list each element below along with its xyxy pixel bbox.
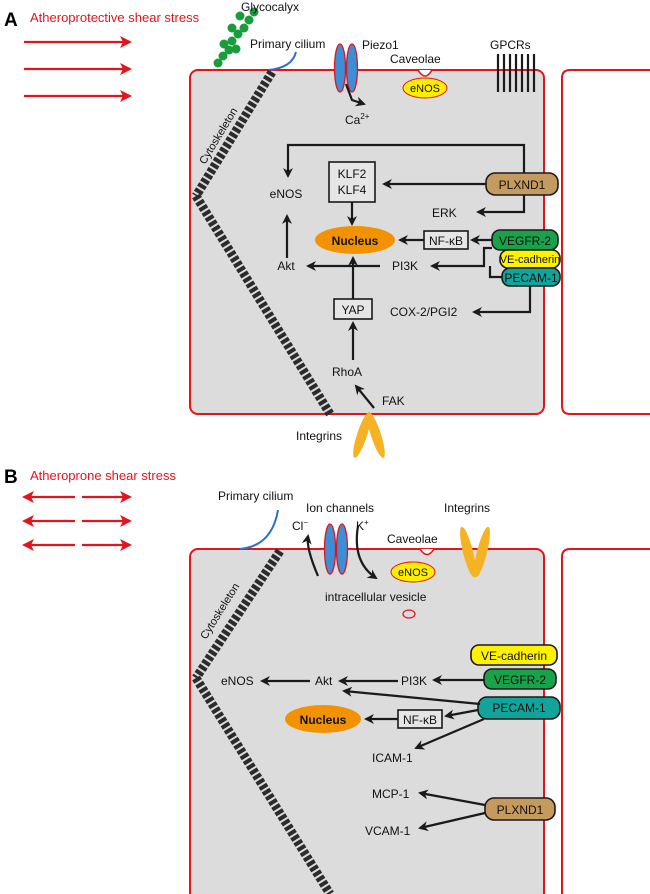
primary-cilium-label: Primary cilium <box>250 37 325 51</box>
vegfr2-label-b: VEGFR-2 <box>494 673 546 687</box>
arrow-pecam1-icam1-b <box>414 717 485 750</box>
vesicle-icon <box>402 609 416 619</box>
enos-caveolae <box>402 77 448 99</box>
caveolae-icon <box>417 69 433 77</box>
enos-label: eNOS <box>270 187 303 201</box>
arrow-plxnd1-erk <box>476 195 526 217</box>
arrow-plxnd1-enos <box>283 143 526 178</box>
nfkb-label-b: NF-κB <box>403 713 437 727</box>
fak-label: FAK <box>382 394 405 408</box>
plxnd1-label-b: PLXND1 <box>497 803 544 817</box>
integrins-label-b: Integrins <box>444 501 490 515</box>
pecam1-label: PECAM-1 <box>504 271 558 285</box>
panel-b: B Atheroprone shear stress Primary ciliu… <box>4 467 650 894</box>
vecadherin-label: VE-cadherin <box>500 254 561 266</box>
enos-vesicle <box>390 561 436 583</box>
cox2-label: COX-2/PGI2 <box>390 305 458 319</box>
enos-vesicle-label: eNOS <box>398 567 428 579</box>
arrow-piezo1-ca <box>344 83 366 107</box>
arrow-fak-rhoa <box>354 384 375 409</box>
caveolae-label: Caveolae <box>390 52 441 66</box>
neighbor-cell-a <box>561 69 650 415</box>
nucleus <box>315 226 395 254</box>
panel-a: A Atheroprotective shear stress Glycocal… <box>4 0 650 458</box>
glycocalyx-label: Glycocalyx <box>241 0 299 14</box>
arrow-pecam1-nfkb-b <box>444 708 479 720</box>
integrin-icon-a <box>353 412 385 458</box>
gpcrs-label: GPCRs <box>490 38 531 52</box>
pecam1-label-b: PECAM-1 <box>492 701 546 715</box>
vecadherin-receptor-b <box>470 644 558 666</box>
klf4-label: KLF4 <box>338 183 367 197</box>
mcp1-label-b: MCP-1 <box>372 787 410 801</box>
arrow-receptor-cox2 <box>472 286 532 317</box>
neighbor-cell-b <box>561 548 650 894</box>
nucleus-label: Nucleus <box>332 234 379 248</box>
k-label: K+ <box>356 518 369 533</box>
panel-b-letter: B <box>4 467 18 488</box>
yap-label: YAP <box>341 303 364 317</box>
pi3k-label-b: PI3K <box>401 674 427 688</box>
panel-a-title: Atheroprotective shear stress <box>30 10 200 25</box>
klf2-label: KLF2 <box>338 167 367 181</box>
cytoskeleton-filament <box>192 69 276 199</box>
vesicle-label: intracellular vesicle <box>325 590 427 604</box>
icam1-label-b: ICAM-1 <box>372 751 413 765</box>
connector-pecam1 <box>488 266 502 279</box>
piezo1-channel-icon <box>333 43 359 93</box>
rhoa-label: RhoA <box>332 365 362 379</box>
cytoskeleton-filament <box>192 193 334 417</box>
arrow-k-influx <box>355 525 378 580</box>
arrow-cl-efflux <box>301 534 320 577</box>
primary-cilium-label-b: Primary cilium <box>218 489 293 503</box>
shear-arrows-a <box>24 36 132 102</box>
glycocalyx-icon <box>213 7 259 68</box>
nucleus-b <box>285 705 361 733</box>
pecam1-receptor-b <box>477 696 561 720</box>
integrin-icon-b <box>460 526 490 578</box>
panel-b-title: Atheroprone shear stress <box>30 468 176 483</box>
gpcr-icon <box>496 54 536 92</box>
panel-a-letter: A <box>4 10 18 31</box>
akt-label-b: Akt <box>315 674 333 688</box>
vcam1-label-b: VCAM-1 <box>365 824 411 838</box>
shear-arrows-b <box>22 491 132 551</box>
ca-label: Ca2+ <box>345 112 370 127</box>
vegfr2-label: VEGFR-2 <box>499 234 551 248</box>
nfkb-label: NF-κB <box>429 234 463 248</box>
plxnd1-receptor-b <box>484 797 556 821</box>
integrins-label-a: Integrins <box>296 429 342 443</box>
primary-cilium-icon <box>267 51 297 71</box>
ion-channels-label: Ion channels <box>306 501 374 515</box>
piezo1-label: Piezo1 <box>362 38 399 52</box>
cl-label: Cl− <box>292 518 308 533</box>
enos-caveolae-label: eNOS <box>410 83 440 95</box>
caveolae-icon-b <box>419 548 435 556</box>
vecadherin-label-b: VE-cadherin <box>481 649 547 663</box>
arrow-receptor-pi3k <box>430 246 492 271</box>
arrow-pecam1-akt-b <box>342 686 481 706</box>
pi3k-label: PI3K <box>392 259 418 273</box>
arrow-plxnd1-vcam1-b <box>418 811 486 832</box>
erk-label: ERK <box>432 206 457 220</box>
caveolae-label-b: Caveolae <box>387 532 438 546</box>
cytoskeleton-filament <box>192 548 284 681</box>
arrow-plxnd1-mcp1-b <box>418 789 486 807</box>
primary-cilium-icon-b <box>239 509 279 550</box>
enos-label-b: eNOS <box>221 674 254 688</box>
nucleus-label-b: Nucleus <box>300 713 347 727</box>
akt-label: Akt <box>277 259 295 273</box>
plxnd1-label: PLXND1 <box>499 178 546 192</box>
cytoskeleton-filament <box>192 675 334 894</box>
ion-channel-icon <box>323 523 349 575</box>
